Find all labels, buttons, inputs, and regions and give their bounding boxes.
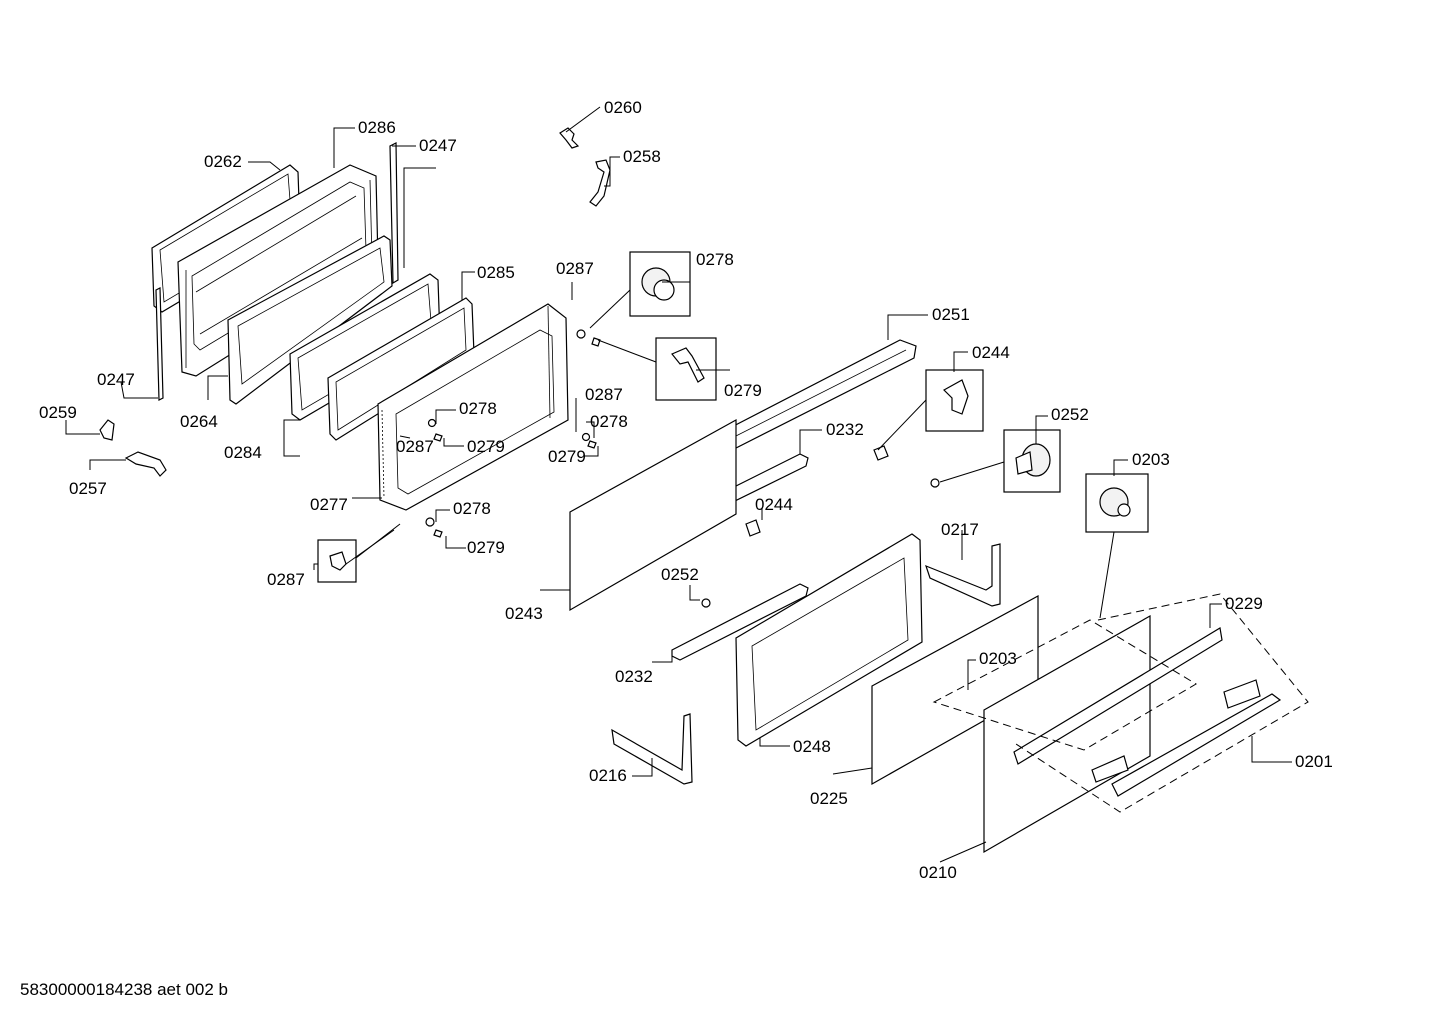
part-0277 — [377, 303, 569, 511]
callout-0225: 0225 — [810, 789, 848, 808]
part-0243 — [569, 418, 737, 612]
callout-0257: 0257 — [69, 479, 107, 498]
callout-0232: 0232 — [615, 667, 653, 686]
callout-0210: 0210 — [919, 863, 957, 882]
part-0244-small — [745, 445, 889, 537]
document-id: 58300000184238 aet 002 b — [20, 980, 228, 999]
callout-0216: 0216 — [589, 766, 627, 785]
callout-0247: 0247 — [419, 136, 457, 155]
callout-0286: 0286 — [358, 118, 396, 137]
callout-0285: 0285 — [477, 263, 515, 282]
callout-labels: 0260 0258 0286 0247 0262 0285 0287 0278 … — [39, 98, 1333, 882]
callout-0287: 0287 — [396, 437, 434, 456]
callout-0279: 0279 — [724, 381, 762, 400]
callout-0217: 0217 — [941, 520, 979, 539]
part-0278-detail — [629, 251, 691, 317]
callout-0264: 0264 — [180, 412, 218, 431]
callout-0201: 0201 — [1295, 752, 1333, 771]
callout-0287: 0287 — [585, 385, 623, 404]
callout-0278: 0278 — [453, 499, 491, 518]
part-0257 — [124, 451, 167, 477]
callout-0203: 0203 — [979, 649, 1017, 668]
part-0279-detail — [655, 337, 717, 401]
part-0217 — [925, 543, 1001, 607]
callout-0229: 0229 — [1225, 594, 1263, 613]
callout-0243: 0243 — [505, 604, 543, 623]
callout-0278: 0278 — [590, 412, 628, 431]
callout-0279: 0279 — [467, 437, 505, 456]
part-0259 — [99, 419, 115, 441]
callout-0251: 0251 — [932, 305, 970, 324]
part-0258 — [589, 159, 611, 207]
part-small-fasteners — [425, 329, 601, 538]
callout-0259: 0259 — [39, 403, 77, 422]
callout-0244: 0244 — [972, 343, 1010, 362]
callout-0252: 0252 — [661, 565, 699, 584]
part-0252-detail — [1003, 429, 1061, 493]
part-0252-small — [701, 478, 940, 608]
callout-0278: 0278 — [459, 399, 497, 418]
callout-0279: 0279 — [467, 538, 505, 557]
callout-0248: 0248 — [793, 737, 831, 756]
callout-0278: 0278 — [696, 250, 734, 269]
assembly-outline-0201 — [1015, 593, 1309, 813]
callout-0203: 0203 — [1132, 450, 1170, 469]
callout-0260: 0260 — [604, 98, 642, 117]
part-0201 — [1091, 679, 1282, 797]
callout-0247: 0247 — [97, 370, 135, 389]
part-0247-right — [389, 142, 399, 285]
callout-0287: 0287 — [556, 259, 594, 278]
part-0244-detail — [925, 369, 984, 432]
callout-0284: 0284 — [224, 443, 262, 462]
part-0229 — [1013, 627, 1223, 765]
leader-lines — [65, 106, 1292, 863]
callout-0258: 0258 — [623, 147, 661, 166]
part-0248 — [735, 533, 923, 747]
part-0203-detail — [1085, 473, 1149, 533]
callout-0262: 0262 — [204, 152, 242, 171]
callout-0232: 0232 — [826, 420, 864, 439]
callout-0252: 0252 — [1051, 405, 1089, 424]
assembly-outline-0203 — [932, 619, 1197, 751]
part-0260 — [559, 127, 580, 149]
callout-0287: 0287 — [267, 570, 305, 589]
part-0264 — [227, 235, 393, 405]
part-0216 — [611, 713, 693, 785]
callout-0277: 0277 — [310, 495, 348, 514]
callout-0244: 0244 — [755, 495, 793, 514]
part-0247-left — [155, 287, 164, 401]
callout-0279: 0279 — [548, 447, 586, 466]
